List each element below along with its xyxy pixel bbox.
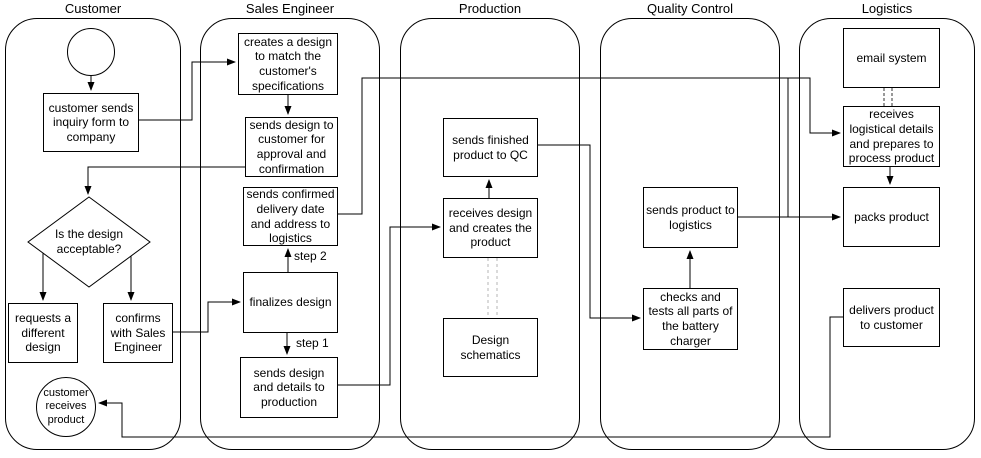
node-sends-product-logistics[interactable]: sends product to logistics — [643, 187, 738, 248]
node-sends-finished-product-qc[interactable]: sends finished product to QC — [443, 118, 538, 177]
node-receives-logistical-details[interactable]: receives logistical details and prepares… — [843, 106, 940, 167]
node-decision[interactable]: Is the design acceptable? — [27, 196, 151, 288]
swimlane-customer[interactable] — [5, 18, 181, 450]
edge-label-step1: step 1 — [295, 336, 330, 350]
edge-label-step2: step 2 — [293, 249, 328, 263]
node-email-system[interactable]: email system — [843, 28, 940, 88]
swimlane-logistics[interactable] — [799, 18, 975, 450]
lane-title-quality-control: Quality Control — [647, 1, 733, 16]
node-design-schematics[interactable]: Design schematics — [443, 318, 538, 377]
node-delivers-product-customer[interactable]: delivers product to customer — [843, 288, 940, 347]
node-sends-confirmed-delivery[interactable]: sends confirmed delivery date and addres… — [243, 187, 338, 246]
node-finalizes-design[interactable]: finalizes design — [243, 272, 338, 333]
end-circle-customer-receives[interactable]: customer receives product — [36, 377, 96, 437]
node-confirms-with-sales-engineer[interactable]: confirms with Sales Engineer — [103, 303, 173, 363]
node-sends-design-to-customer[interactable]: sends design to customer for approval an… — [245, 117, 338, 177]
start-circle[interactable] — [67, 28, 115, 76]
node-sends-design-details-production[interactable]: sends design and details to production — [240, 357, 338, 418]
node-receives-design-creates-product[interactable]: receives design and creates the product — [443, 198, 538, 258]
lane-title-logistics: Logistics — [861, 1, 913, 16]
node-packs-product[interactable]: packs product — [843, 187, 940, 247]
node-creates-design[interactable]: creates a design to match the customer's… — [238, 33, 338, 95]
node-requests-different-design[interactable]: requests a different design — [8, 303, 78, 363]
lane-title-customer: Customer — [64, 1, 122, 16]
node-checks-tests-battery-charger[interactable]: checks and tests all parts of the batter… — [643, 288, 738, 350]
node-inquiry[interactable]: customer sends inquiry form to company — [43, 93, 139, 152]
lane-title-sales-engineer: Sales Engineer — [245, 1, 335, 16]
decision-diamond-shape — [27, 196, 151, 288]
lane-title-production: Production — [458, 1, 522, 16]
decision-label: Is the design acceptable? — [54, 227, 124, 256]
